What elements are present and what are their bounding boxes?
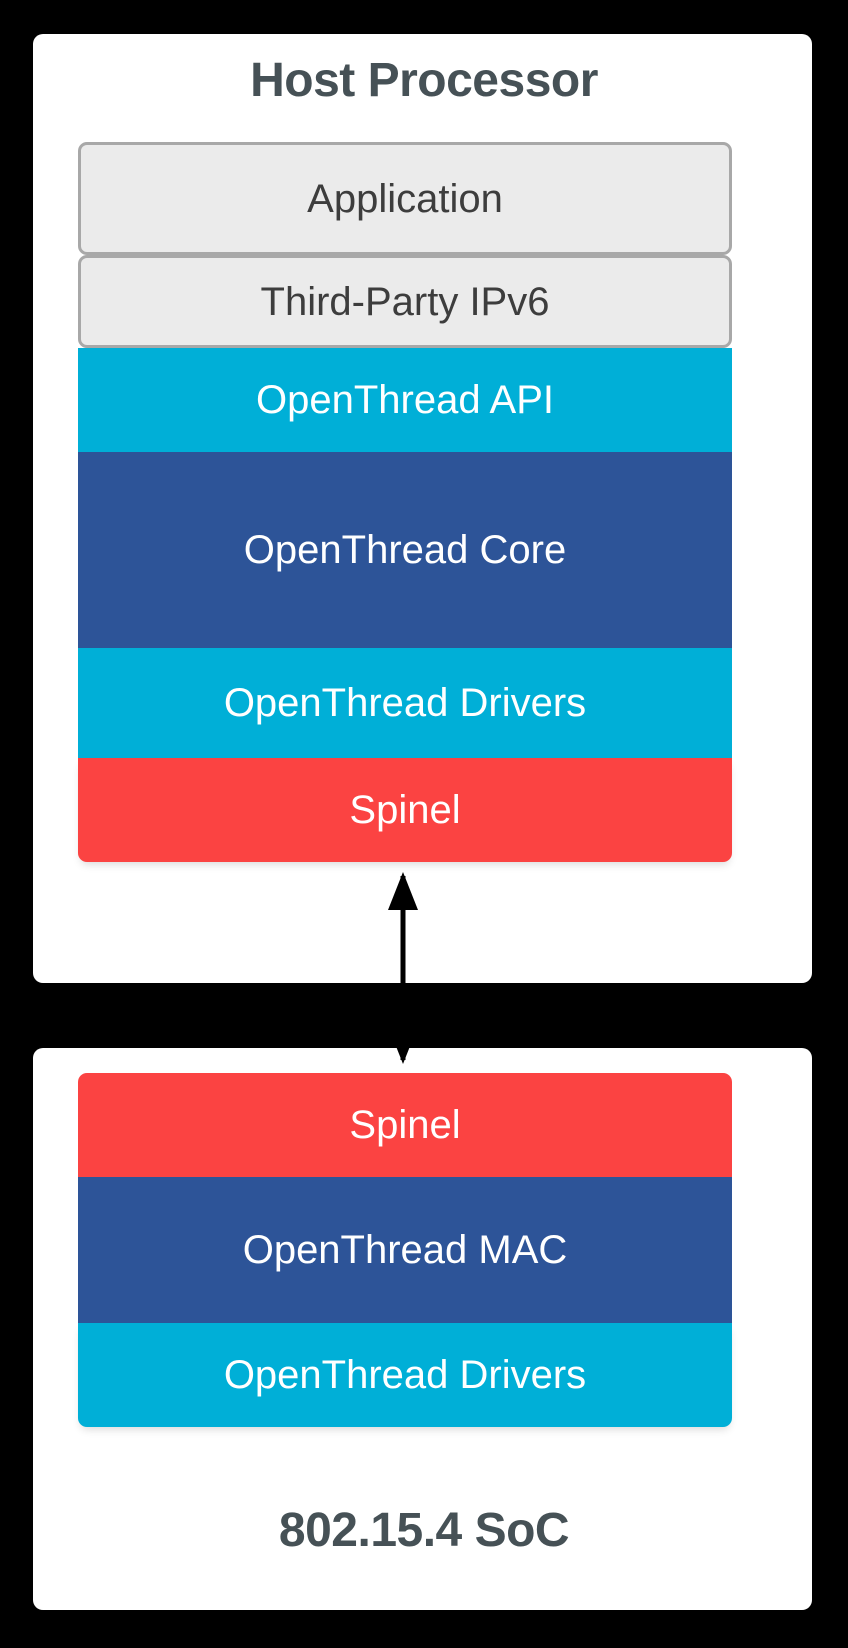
layer-application-label: Application bbox=[307, 176, 503, 221]
layer-openthread-api-label: OpenThread API bbox=[256, 378, 554, 422]
layer-openthread-drivers-soc-label: OpenThread Drivers bbox=[223, 1353, 587, 1397]
layer-spinel-soc: Spinel bbox=[78, 1073, 732, 1177]
layer-openthread-drivers-soc: OpenThread Drivers bbox=[78, 1323, 732, 1427]
layer-spinel-soc-label: Spinel bbox=[349, 1103, 461, 1147]
layer-third-party-ipv6: Third-Party IPv6 bbox=[78, 255, 732, 348]
layer-openthread-core: OpenThread Core bbox=[78, 452, 732, 648]
layer-openthread-drivers-host: OpenThread Drivers bbox=[78, 648, 732, 758]
layer-openthread-core-label: OpenThread Core bbox=[243, 528, 567, 572]
soc-title: 802.15.4 SoC bbox=[278, 1504, 570, 1557]
layer-openthread-api: OpenThread API bbox=[78, 348, 732, 452]
layer-spinel-host: Spinel bbox=[78, 758, 732, 862]
layer-openthread-mac-label: OpenThread MAC bbox=[242, 1228, 568, 1272]
layer-application: Application bbox=[78, 142, 732, 255]
layer-spinel-host-label: Spinel bbox=[349, 788, 461, 832]
host-processor-title: Host Processor bbox=[250, 54, 598, 107]
layer-openthread-drivers-host-label: OpenThread Drivers bbox=[223, 681, 587, 725]
layer-openthread-mac: OpenThread MAC bbox=[78, 1177, 732, 1323]
layer-third-party-ipv6-label: Third-Party IPv6 bbox=[260, 279, 550, 324]
